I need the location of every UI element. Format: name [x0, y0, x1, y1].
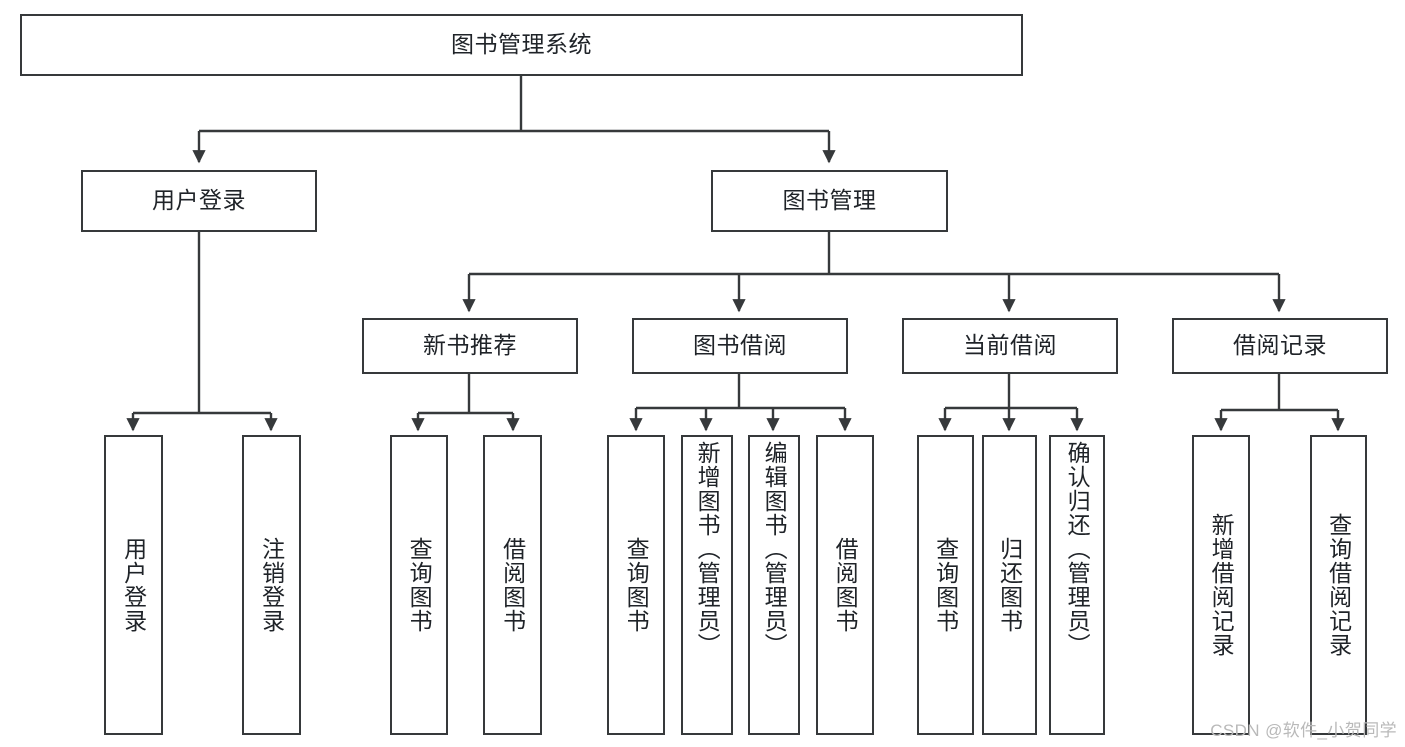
node-label: 编辑图书（管理员） — [761, 441, 788, 657]
node-label: 用户登录 — [152, 187, 246, 214]
node-label: 注销登录 — [258, 537, 285, 633]
node-label: 借阅记录 — [1233, 332, 1327, 359]
node-label: 查询借阅记录 — [1325, 513, 1352, 657]
leaf-add-book-admin[interactable]: 新增图书（管理员） — [681, 435, 733, 735]
node-user-login[interactable]: 用户登录 — [81, 170, 317, 232]
leaf-add-borrow-record[interactable]: 新增借阅记录 — [1192, 435, 1250, 735]
node-label: 图书管理 — [782, 187, 877, 214]
node-book-management[interactable]: 图书管理 — [711, 170, 948, 232]
leaf-confirm-return-admin[interactable]: 确认归还（管理员） — [1049, 435, 1105, 735]
node-label: 用户登录 — [120, 537, 147, 633]
node-label: 当前借阅 — [963, 332, 1057, 359]
leaf-logout-login[interactable]: 注销登录 — [242, 435, 301, 735]
node-borrow-record[interactable]: 借阅记录 — [1172, 318, 1388, 374]
leaf-query-borrow-record[interactable]: 查询借阅记录 — [1310, 435, 1367, 735]
leaf-borrow-book-recommend[interactable]: 借阅图书 — [483, 435, 542, 735]
leaf-query-book-current[interactable]: 查询图书 — [917, 435, 974, 735]
leaf-query-book-borrow[interactable]: 查询图书 — [607, 435, 665, 735]
node-label: 借阅图书 — [499, 537, 526, 633]
leaf-edit-book-admin[interactable]: 编辑图书（管理员） — [748, 435, 800, 735]
node-label: 图书借阅 — [693, 332, 787, 359]
node-label: 新增图书（管理员） — [694, 441, 721, 657]
node-root-book-management-system[interactable]: 图书管理系统 — [20, 14, 1023, 76]
leaf-borrow-book[interactable]: 借阅图书 — [816, 435, 874, 735]
leaf-return-book[interactable]: 归还图书 — [982, 435, 1037, 735]
node-label: 查询图书 — [932, 537, 959, 633]
node-label: 查询图书 — [623, 537, 650, 633]
csdn-watermark: CSDN @软件_小贺同学 — [1210, 721, 1397, 740]
node-label: 新增借阅记录 — [1208, 513, 1235, 657]
node-book-borrow[interactable]: 图书借阅 — [632, 318, 848, 374]
node-label: 新书推荐 — [423, 332, 517, 359]
node-current-borrow[interactable]: 当前借阅 — [902, 318, 1118, 374]
node-label: 归还图书 — [996, 537, 1023, 633]
node-label: 图书管理系统 — [451, 31, 592, 58]
node-label: 借阅图书 — [832, 537, 859, 633]
node-new-book-recommend[interactable]: 新书推荐 — [362, 318, 578, 374]
leaf-query-book-recommend[interactable]: 查询图书 — [390, 435, 448, 735]
node-label: 确认归还（管理员） — [1064, 441, 1091, 657]
leaf-user-login[interactable]: 用户登录 — [104, 435, 163, 735]
node-label: 查询图书 — [406, 537, 433, 633]
